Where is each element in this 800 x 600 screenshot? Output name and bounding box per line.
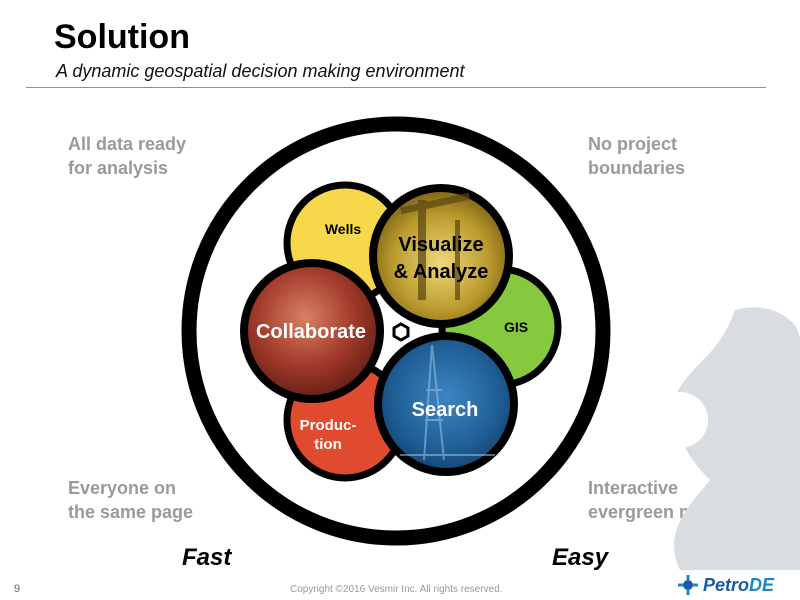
- corner-text-bottom-left: Everyone on the same page: [68, 478, 194, 522]
- logo-text-de: DE: [749, 575, 775, 595]
- search-label: Search: [412, 399, 479, 421]
- fast-label: Fast: [182, 544, 232, 571]
- production-label-line2: tion: [314, 436, 342, 453]
- search-circle: [374, 332, 518, 476]
- visualize-label-line2: & Analyze: [394, 261, 489, 283]
- petrode-logo-icon: [678, 575, 698, 595]
- production-label-line1: Produc-: [300, 417, 357, 434]
- easy-label: Easy: [552, 544, 609, 571]
- page-title: Solution: [54, 18, 190, 56]
- page-number: 9: [14, 583, 21, 595]
- title-divider: [26, 87, 766, 88]
- center-hexagon-icon: [392, 322, 410, 342]
- copyright-text: Copyright ©2016 Vesmir Inc. All rights r…: [290, 584, 503, 595]
- visualize-circle: [369, 184, 513, 328]
- collaborate-label: Collaborate: [256, 321, 366, 343]
- petrode-logo: PetroDE: [676, 572, 796, 598]
- background-logo-shape: [652, 307, 800, 570]
- visualize-label-line1: Visualize: [398, 234, 483, 256]
- page-subtitle: A dynamic geospatial decision making env…: [56, 61, 465, 81]
- collaborate-circle: [240, 259, 384, 403]
- wells-label: Wells: [325, 221, 362, 237]
- logo-text-petro: Petro: [703, 575, 750, 595]
- logo-wordmark: PetroDE: [703, 575, 774, 596]
- corner-text-top-left: All data ready for analysis: [68, 134, 187, 178]
- gis-label: GIS: [504, 319, 528, 335]
- corner-text-top-right: No project boundaries: [588, 134, 686, 178]
- pumpjack-silhouette: [400, 192, 471, 300]
- drill-rig-silhouette: [400, 344, 495, 461]
